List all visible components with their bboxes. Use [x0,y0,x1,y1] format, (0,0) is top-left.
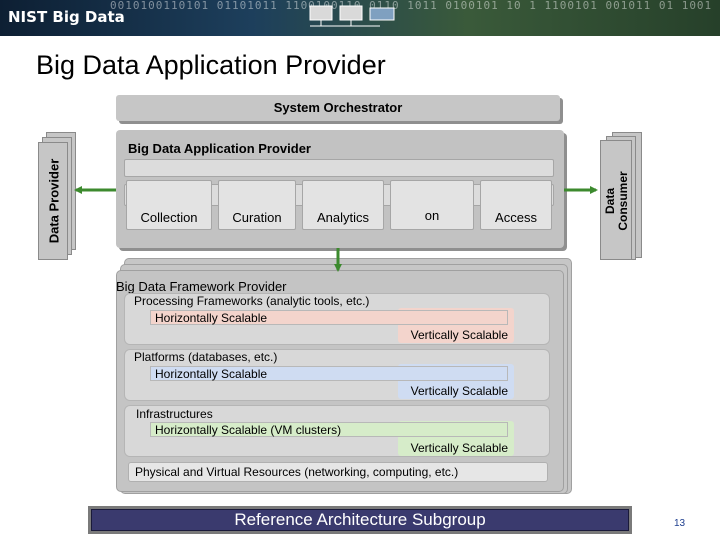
activity-access-label: Access [495,210,537,225]
header-banner: 0010100110101 01101011 1100100110 0110 1… [0,0,720,36]
physical-resources-label: Physical and Virtual Resources (networki… [135,465,459,479]
processing-horizontal-bar: Horizontally Scalable [150,310,508,325]
processing-vertical-label: Vertically Scalable [410,328,508,342]
processing-horizontal-label: Horizontally Scalable [155,311,268,325]
physical-resources-bar: Physical and Virtual Resources (networki… [128,462,548,482]
platforms-horizontal-bar: Horizontally Scalable [150,366,508,381]
system-orchestrator-box: System Orchestrator [116,95,560,121]
network-icon [309,5,395,27]
activity-analytics-label: Analytics [316,210,370,225]
application-provider-bar-top [124,159,554,177]
infrastructures-horizontal-bar: Horizontally Scalable (VM clusters) [150,422,508,437]
activity-collection-label: Collection [140,210,198,225]
footer-banner: Reference Architecture Subgroup [88,506,632,534]
platforms-horizontal-label: Horizontally Scalable [155,367,268,381]
layer-platforms-label: Platforms (databases, etc.) [134,350,278,364]
infrastructures-horizontal-label: Horizontally Scalable (VM clusters) [155,423,342,437]
page-title: Big Data Application Provider [36,50,386,80]
page-number: 13 [674,518,686,529]
data-provider-box [38,142,68,260]
activity-collection: Collection [126,180,212,230]
activity-access: Access [480,180,552,230]
binary-pattern: 0010100110101 01101011 1100100110 0110 1… [110,0,713,12]
nist-logo: NIST Big Data [8,8,125,26]
platforms-vertical-label: Vertically Scalable [410,384,508,398]
data-consumer-box [600,140,632,260]
application-provider-label: Big Data Application Provider [128,141,311,156]
activity-curation: Curation [218,180,296,230]
activity-curation-label: Curation [232,210,282,225]
layer-infrastructures-label: Infrastructures [136,407,213,421]
infrastructures-vertical-label: Vertically Scalable [410,441,508,455]
system-orchestrator-label: System Orchestrator [273,100,403,115]
activity-visualization-label: on [424,208,440,223]
activity-analytics: Analytics [302,180,384,230]
layer-processing-label: Processing Frameworks (analytic tools, e… [134,294,370,308]
activity-visualization: on [390,180,474,230]
footer-label: Reference Architecture Subgroup [234,510,486,529]
framework-provider-label: Big Data Framework Provider [116,279,287,294]
